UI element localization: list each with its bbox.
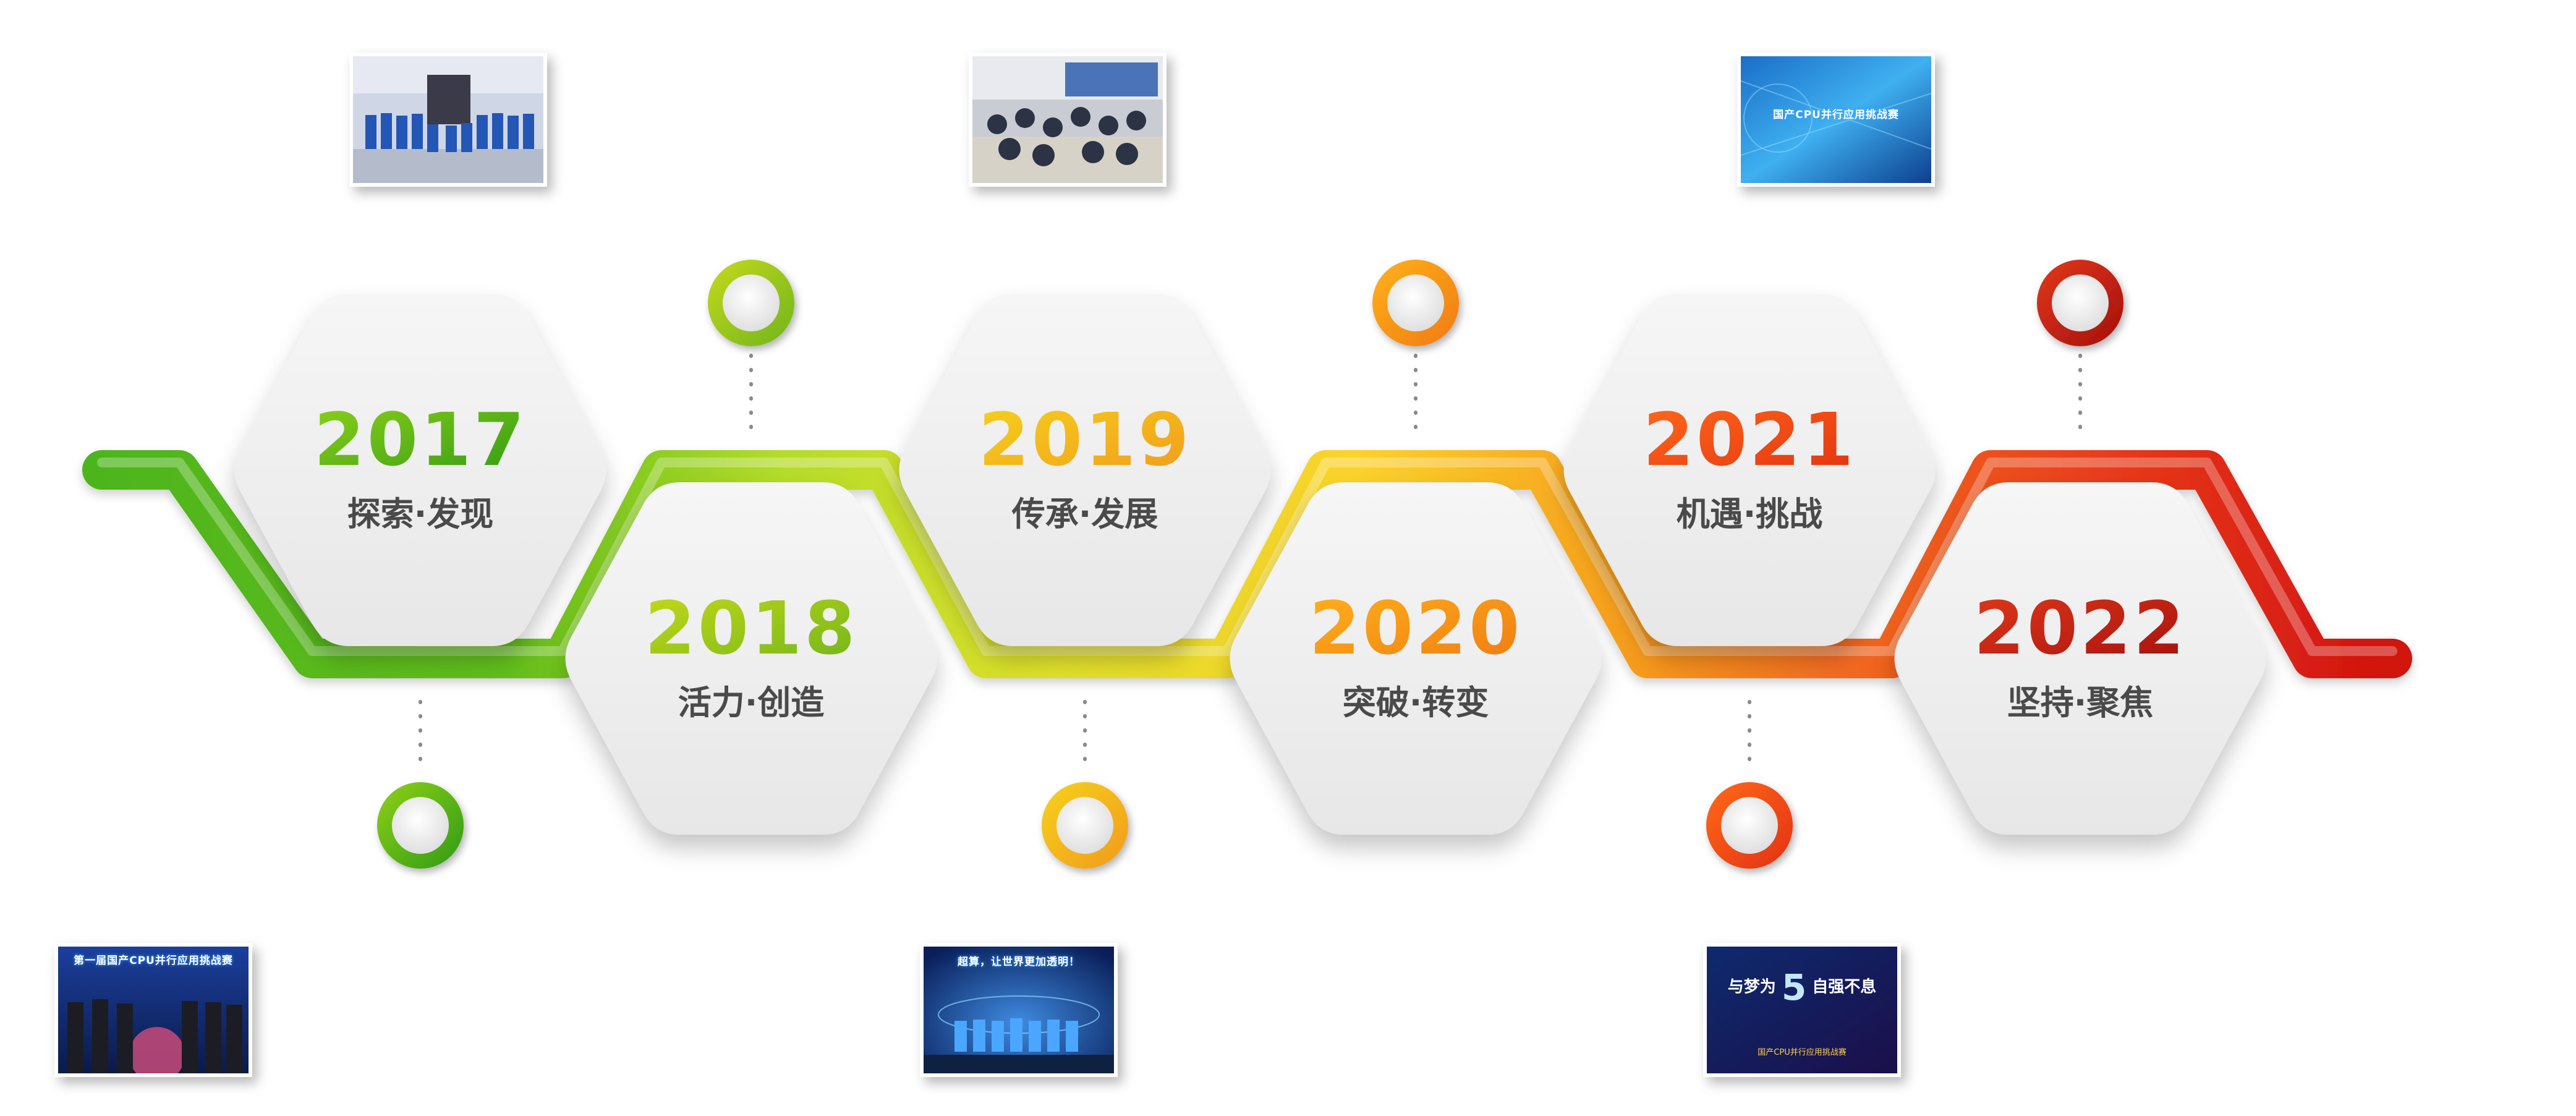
- photo-2021-caption: 国产CPU并行应用挑战赛: [1773, 109, 1899, 121]
- hexagon-2017: [234, 294, 606, 646]
- year-label-2021: 2021: [1643, 397, 1856, 482]
- photo-2022-caption-end: 自强不息: [1812, 978, 1877, 997]
- milestone-2017: 2017 探索·发现: [234, 294, 606, 646]
- milestone-2018: 2018 活力·创造: [565, 482, 937, 835]
- hexagon-group: 2017 探索·发现 2018 活力·创造 2019 传承·发展 2020 突破·转变 2021…: [234, 294, 2266, 835]
- photo-2017-caption: 第一届国产CPU并行应用挑战赛: [74, 955, 233, 967]
- hexagon-2021: [1563, 294, 1936, 646]
- ring-marker-2019: [1042, 782, 1128, 869]
- hexagon-2020: [1230, 482, 1602, 835]
- photo-2021: 国产CPU并行应用挑战赛: [1737, 53, 1935, 187]
- year-label-2019: 2019: [979, 397, 1191, 482]
- milestone-label-2018: 活力·创造: [678, 683, 825, 722]
- hexagon-2018: [565, 482, 937, 835]
- photo-2019-image: [972, 56, 1163, 183]
- photo-2022-caption-main: 与梦为: [1727, 978, 1776, 997]
- photo-2022-caption-number: 5: [1781, 966, 1807, 1008]
- photo-2021-image: [1741, 56, 1931, 183]
- milestone-label-2022: 坚持·聚焦: [2007, 683, 2154, 722]
- photo-2017: 第一届国产CPU并行应用挑战赛: [54, 943, 252, 1077]
- milestone-2020: 2020 突破·转变: [1230, 482, 1602, 835]
- photo-2018-image: [353, 56, 543, 183]
- milestone-2022: 2022 坚持·聚焦: [1894, 482, 2266, 835]
- ring-marker-2018: [708, 260, 794, 346]
- year-label-2020: 2020: [1309, 586, 1522, 671]
- photo-2017-image: [58, 947, 249, 1073]
- photo-2022-image: [1707, 947, 1897, 1073]
- photo-2018: [349, 53, 547, 187]
- milestone-label-2020: 突破·转变: [1343, 683, 1489, 722]
- ring-marker-2021: [1706, 782, 1793, 869]
- ring-marker-2017: [377, 782, 464, 869]
- photo-2019: [969, 53, 1167, 187]
- year-label-2022: 2022: [1974, 586, 2187, 671]
- photo-2020-caption: 超算，让世界更加透明！: [958, 956, 1080, 968]
- hexagon-2022: [1894, 482, 2266, 835]
- year-label-2017: 2017: [314, 397, 527, 482]
- milestone-2019: 2019 传承·发展: [899, 294, 1271, 646]
- photo-2022: 与梦为 5 自强不息 国产CPU并行应用挑战赛: [1703, 943, 1901, 1077]
- photo-2020: 超算，让世界更加透明！: [920, 943, 1118, 1077]
- connectors: [419, 354, 2082, 772]
- milestone-label-2017: 探索·发现: [347, 495, 494, 534]
- year-label-2018: 2018: [645, 586, 857, 671]
- photo-2022-headline: 与梦为 5 自强不息: [1707, 966, 1897, 1008]
- milestone-2021: 2021 机遇·挑战: [1563, 294, 1936, 646]
- milestone-label-2019: 传承·发展: [1011, 495, 1158, 534]
- ring-marker-2022: [2037, 260, 2123, 346]
- ring-group: [377, 260, 2123, 869]
- hexagon-2019: [899, 294, 1271, 646]
- ring-marker-2020: [1372, 260, 1459, 346]
- photo-2020-image: [924, 947, 1114, 1073]
- photo-2022-caption-sub: 国产CPU并行应用挑战赛: [1758, 1048, 1847, 1057]
- milestone-label-2021: 机遇·挑战: [1677, 495, 1823, 534]
